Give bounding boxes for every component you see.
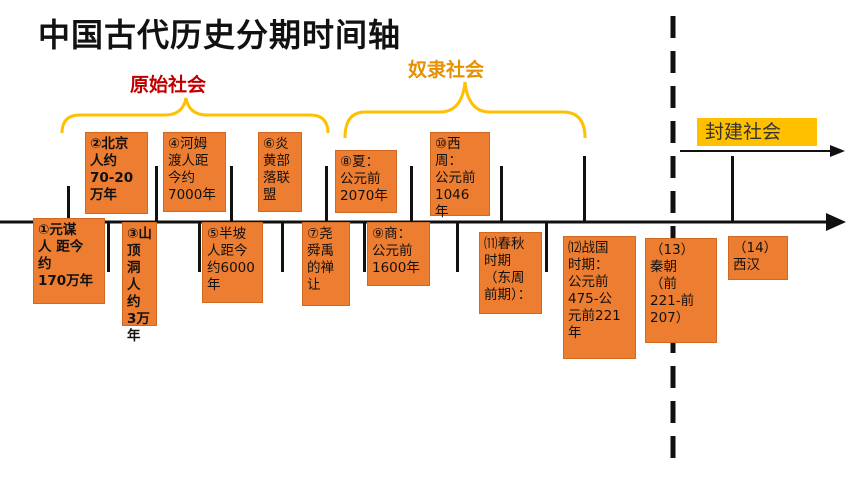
event-xia: ⑧夏： 公元前 2070年 (335, 150, 397, 213)
tick-2 (107, 222, 110, 272)
event-xihan: （14） 西汉 (728, 236, 788, 280)
event-qin: （13） 秦朝 （前 221-前 207） (645, 238, 717, 343)
event-chunqiu: ⑾春秋 时期 （东周 前期）： (479, 232, 542, 314)
tick-1 (67, 186, 70, 222)
event-yuanmou: ①元谋 人 距今 约 170万年 (33, 218, 105, 304)
era-label-primitive: 原始社会 (130, 74, 207, 96)
brace-primitive (60, 97, 330, 134)
tick-6 (281, 222, 284, 272)
event-yanhuang: ⑥炎 黄部 落联 盟 (258, 132, 302, 212)
tick-14 (731, 156, 734, 222)
tick-4 (198, 222, 201, 272)
timeline-arrowhead (826, 213, 846, 231)
event-zhanguo: ⑿战国 时期： 公元前 475-公 元前221 年 (563, 236, 636, 359)
tick-12 (545, 222, 548, 272)
brace-slave (343, 81, 587, 139)
event-banpo: ⑤半坡 人距今 约6000 年 (202, 222, 263, 303)
tick-8 (363, 222, 366, 272)
event-yaoshunyu: ⑦尧 舜禹 的禅 让 (302, 222, 350, 306)
tick-5 (230, 166, 233, 222)
event-shang: ⑨商： 公元前 1600年 (367, 222, 430, 286)
page-title: 中国古代历史分期时间轴 (38, 16, 402, 54)
tick-9 (410, 166, 413, 222)
event-beijing: ②北京 人约 70-20 万年 (85, 132, 148, 214)
event-xizhou: ⑩西周： 公元前 1046 年 (430, 132, 490, 220)
tick-13 (583, 156, 586, 222)
era-label-feudal: 封建社会 (697, 118, 817, 146)
tick-10 (456, 222, 459, 272)
event-shandingdong: ③山 顶洞 人约 3万 年 (122, 222, 157, 344)
era-label-slave: 奴隶社会 (408, 59, 485, 81)
tick-7 (325, 166, 328, 222)
feudal-arrowhead (830, 145, 845, 157)
tick-11 (500, 166, 503, 222)
event-hemudu: ④河姆 渡人距 今约 7000年 (163, 132, 226, 212)
tick-3 (155, 166, 158, 222)
